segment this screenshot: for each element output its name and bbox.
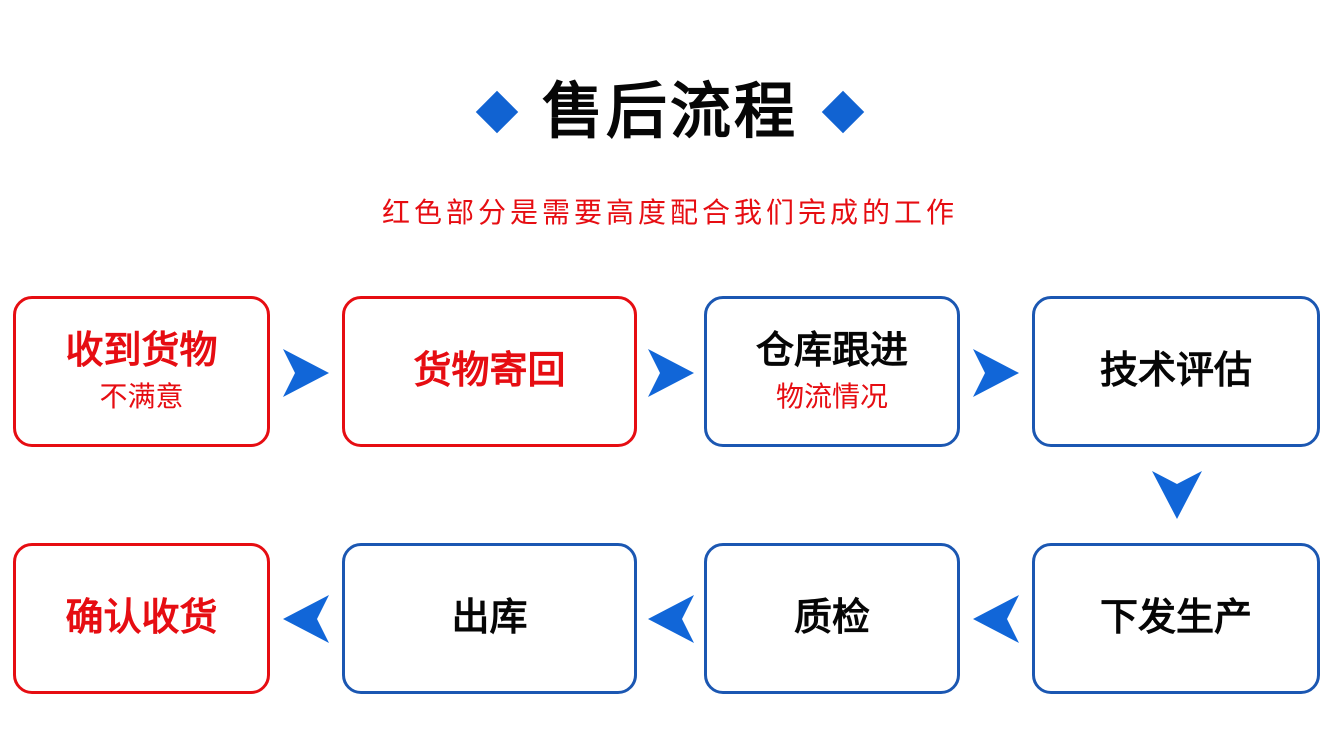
flow-arrow-down-icon — [1152, 471, 1202, 519]
flow-step-production-order: 下发生产 — [1032, 543, 1320, 694]
step-label: 货物寄回 — [413, 349, 566, 392]
subtitle-note: 红色部分是需要高度配合我们完成的工作 — [381, 197, 958, 228]
step-label: 仓库跟进 — [755, 329, 908, 372]
flow-arrow-left-icon — [648, 595, 694, 643]
flow-step-quality-inspection: 质检 — [704, 543, 960, 694]
flow-step-confirm-receipt: 确认收货 — [13, 543, 270, 694]
flow-step-warehouse-follow-up: 仓库跟进 物流情况 — [704, 296, 960, 447]
step-label: 确认收货 — [65, 596, 218, 639]
step-sublabel: 不满意 — [99, 380, 184, 412]
page-title-row: 售后流程 — [0, 77, 1340, 145]
step-label: 出库 — [451, 596, 528, 639]
step-label: 质检 — [793, 596, 870, 639]
step-label: 收到货物 — [65, 329, 218, 372]
flow-step-received-goods: 收到货物 不满意 — [13, 296, 270, 447]
flow-arrow-left-icon — [973, 595, 1019, 643]
step-sublabel: 物流情况 — [775, 380, 888, 412]
page-title: 售后流程 — [541, 77, 798, 145]
flow-arrow-right-icon — [973, 349, 1019, 397]
step-label: 技术评估 — [1099, 349, 1252, 392]
flow-step-return-shipment: 货物寄回 — [342, 296, 637, 447]
flow-arrow-left-icon — [283, 595, 329, 643]
step-label: 下发生产 — [1099, 596, 1252, 639]
flow-arrow-right-icon — [283, 349, 329, 397]
flow-arrow-right-icon — [648, 349, 694, 397]
diamond-icon — [821, 90, 865, 133]
flow-step-outbound: 出库 — [342, 543, 637, 694]
diamond-icon — [475, 90, 519, 133]
flow-step-technical-evaluation: 技术评估 — [1032, 296, 1320, 447]
